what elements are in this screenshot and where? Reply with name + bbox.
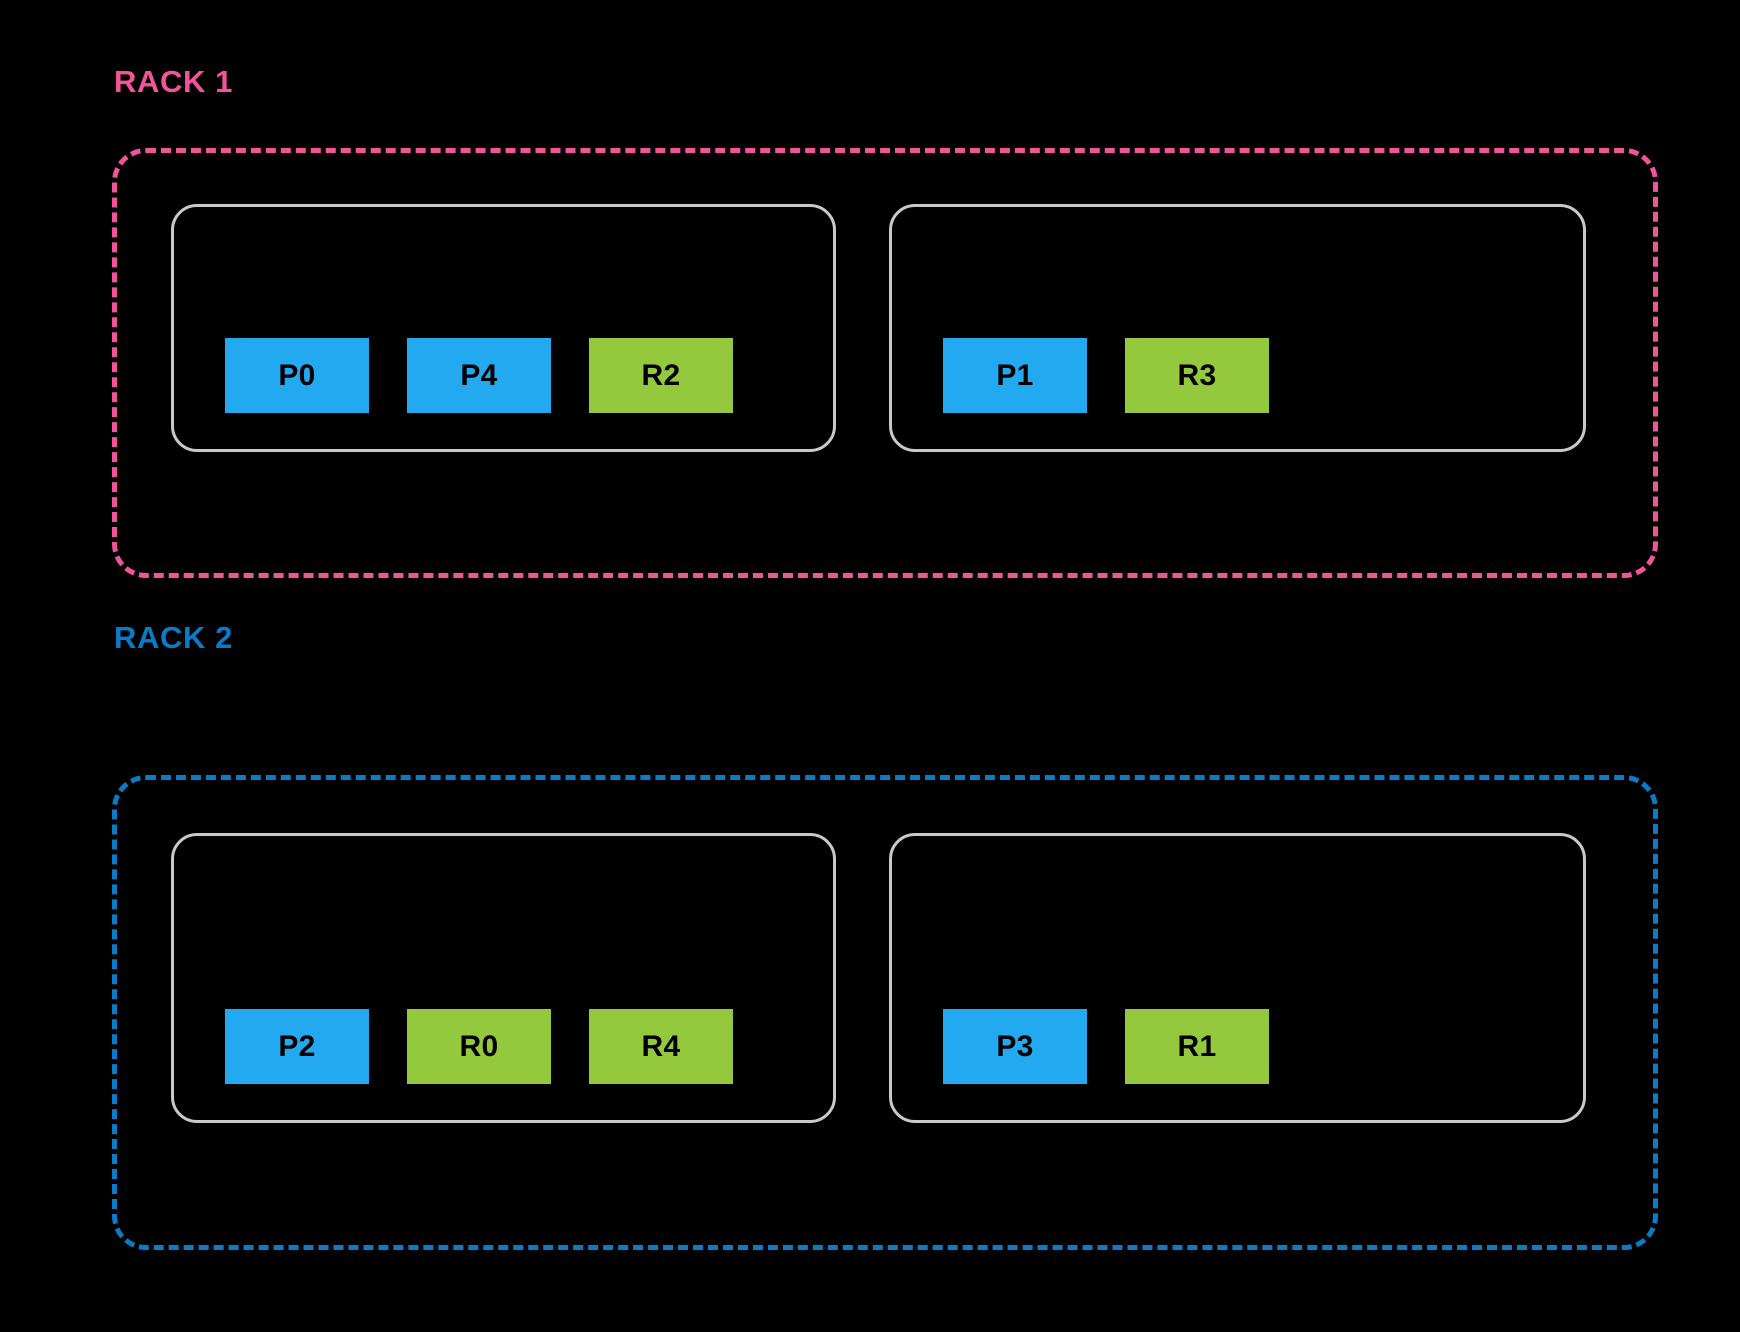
rack-1-node-1[interactable]: P0 P4 R2: [171, 204, 836, 452]
rack-2-label: RACK 2: [114, 620, 234, 655]
chip-r0[interactable]: R0: [407, 1009, 551, 1084]
rack-2-boundary: P2 R0 R4 P3 R1: [112, 775, 1658, 1250]
chip-p4[interactable]: P4: [407, 338, 551, 413]
rack-2-node-1-items: P2 R0 R4: [174, 1009, 833, 1084]
chip-p3[interactable]: P3: [943, 1009, 1087, 1084]
chip-r1[interactable]: R1: [1125, 1009, 1269, 1084]
rack-1-node-2[interactable]: P1 R3: [889, 204, 1586, 452]
rack-2-node-1[interactable]: P2 R0 R4: [171, 833, 836, 1123]
chip-r2[interactable]: R2: [589, 338, 733, 413]
rack-2-node-2[interactable]: P3 R1: [889, 833, 1586, 1123]
rack-1-label: RACK 1: [114, 64, 234, 99]
chip-p2[interactable]: P2: [225, 1009, 369, 1084]
chip-p1[interactable]: P1: [943, 338, 1087, 413]
rack-1-node-1-items: P0 P4 R2: [174, 338, 833, 413]
rack-1-node-2-items: P1 R3: [892, 338, 1583, 413]
chip-r3[interactable]: R3: [1125, 338, 1269, 413]
rack-1-boundary: P0 P4 R2 P1 R3: [112, 148, 1658, 578]
chip-r4[interactable]: R4: [589, 1009, 733, 1084]
chip-p0[interactable]: P0: [225, 338, 369, 413]
rack-2-node-2-items: P3 R1: [892, 1009, 1583, 1084]
